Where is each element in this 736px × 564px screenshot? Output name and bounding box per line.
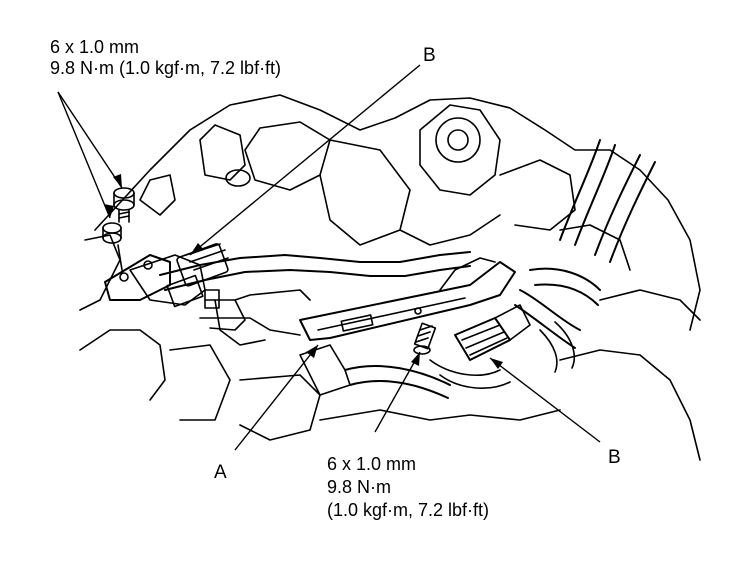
torque-label-top-left-size: 6 x 1.0 mm <box>50 37 140 57</box>
torque-label-bottom-size: 6 x 1.0 mm <box>327 454 417 474</box>
arrowhead-a <box>306 345 318 358</box>
callout-a: A <box>214 462 227 483</box>
bolt-top-left-2 <box>102 222 122 244</box>
torque-label-top-left-value: 9.8 N·m (1.0 kgf·m, 7.2 lbf·ft) <box>50 58 282 78</box>
arrowhead-bottom-center <box>411 352 420 366</box>
connector-b-top <box>166 243 229 309</box>
leader-lines <box>57 64 601 451</box>
leader-b-bottom <box>489 357 601 443</box>
callout-b-top: B <box>423 45 436 66</box>
arrow-heads <box>104 174 503 369</box>
callout-b-bottom: B <box>608 447 621 468</box>
torque-label-bottom-value: 9.8 N·m <box>327 477 392 497</box>
bolt-top-left-1 <box>113 187 135 223</box>
leader-top-left-1 <box>57 91 111 219</box>
lower-hose <box>299 344 451 399</box>
leader-a <box>234 344 319 451</box>
arrowhead-top-left-1 <box>104 204 114 218</box>
arrowhead-b-bottom <box>490 358 503 369</box>
leader-bottom-center <box>374 351 421 433</box>
wiring-harness <box>159 251 471 336</box>
leader-b-top <box>189 64 421 256</box>
harness-bracket-a <box>299 257 516 341</box>
torque-label-bottom-value-alt: (1.0 kgf·m, 7.2 lbf·ft) <box>327 500 490 520</box>
arrowhead-top-left-2 <box>113 174 122 188</box>
left-bracket <box>104 244 171 301</box>
coolant-hoses <box>514 139 656 373</box>
leader-top-left-2 <box>57 91 123 189</box>
arrowhead-b-top <box>190 243 204 255</box>
connector-b-bottom <box>429 304 531 389</box>
bolt-bottom-center <box>413 322 437 355</box>
